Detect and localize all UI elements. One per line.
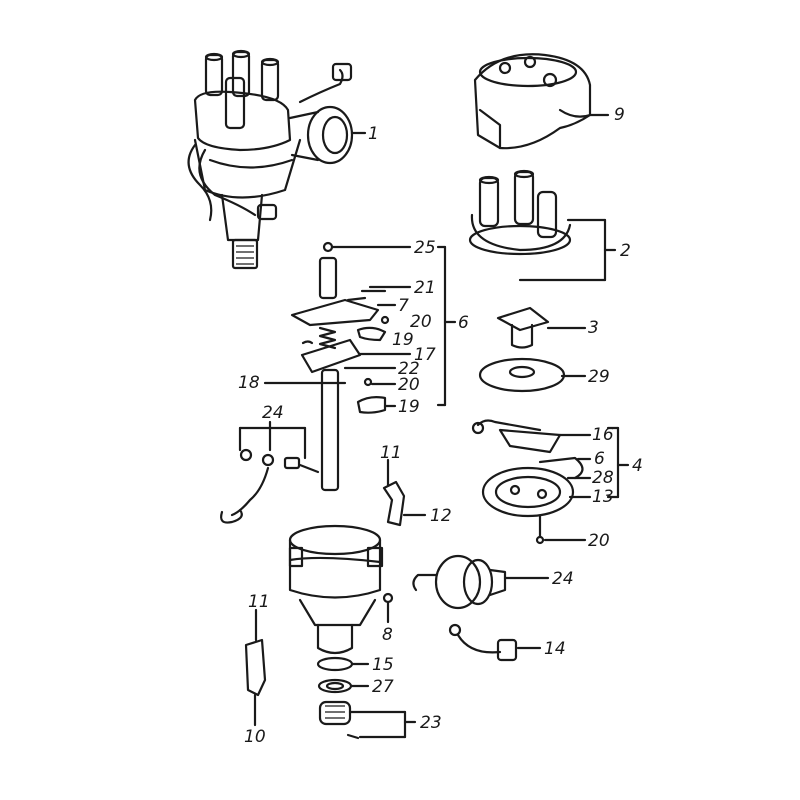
callout-6: 6 bbox=[458, 313, 469, 333]
callout-13: 13 bbox=[592, 487, 614, 507]
callout-21: 21 bbox=[414, 278, 436, 298]
callout-3: 3 bbox=[588, 318, 599, 338]
callout-19-lower: 19 bbox=[398, 397, 420, 417]
callout-labels: 1 9 2 25 21 7 20 6 19 17 22 20 19 18 3 2… bbox=[238, 105, 643, 747]
callout-20-right: 20 bbox=[588, 531, 610, 551]
callout-9: 9 bbox=[614, 105, 625, 125]
callout-27: 27 bbox=[372, 677, 394, 697]
part-rotor bbox=[496, 306, 587, 349]
callout-20-lower: 20 bbox=[398, 375, 420, 395]
callout-11-lower: 11 bbox=[248, 592, 270, 612]
callout-16: 16 bbox=[592, 425, 614, 445]
part-breaker-plate-assembly bbox=[471, 419, 630, 545]
part-distributor-assembly bbox=[187, 49, 367, 270]
part-washer bbox=[478, 357, 587, 393]
part-lead-wire bbox=[448, 623, 542, 662]
callout-23: 23 bbox=[420, 713, 442, 733]
part-distributor-cap bbox=[468, 169, 617, 282]
callout-10: 10 bbox=[244, 727, 266, 747]
callout-12: 12 bbox=[430, 506, 452, 526]
callout-20-upper: 20 bbox=[410, 312, 432, 332]
callout-4: 4 bbox=[632, 456, 643, 476]
callout-24-left: 24 bbox=[262, 403, 284, 423]
part-vacuum-advance bbox=[412, 554, 550, 610]
callout-25: 25 bbox=[414, 238, 436, 258]
callout-18: 18 bbox=[238, 373, 260, 393]
callout-11-upper: 11 bbox=[380, 443, 402, 463]
part-governor-shaft bbox=[263, 241, 457, 492]
part-lower-seals bbox=[316, 656, 417, 740]
callout-8: 8 bbox=[382, 625, 393, 645]
callout-6-right: 6 bbox=[594, 449, 605, 469]
callout-29: 29 bbox=[588, 367, 610, 387]
callout-15: 15 bbox=[372, 655, 394, 675]
callout-14: 14 bbox=[544, 639, 566, 659]
callout-22: 22 bbox=[398, 359, 420, 379]
part-dust-cover bbox=[473, 53, 610, 150]
part-distributor-housing bbox=[288, 524, 394, 655]
callout-28: 28 bbox=[592, 468, 614, 488]
callout-1: 1 bbox=[368, 124, 379, 144]
callout-24-right: 24 bbox=[552, 569, 574, 589]
callout-17: 17 bbox=[414, 345, 436, 365]
part-wire-harness bbox=[220, 420, 320, 524]
callout-2: 2 bbox=[620, 241, 631, 261]
part-clip-10 bbox=[244, 608, 267, 727]
callout-19-upper: 19 bbox=[392, 330, 414, 350]
part-clip-12 bbox=[382, 458, 427, 527]
callout-7: 7 bbox=[398, 296, 409, 316]
